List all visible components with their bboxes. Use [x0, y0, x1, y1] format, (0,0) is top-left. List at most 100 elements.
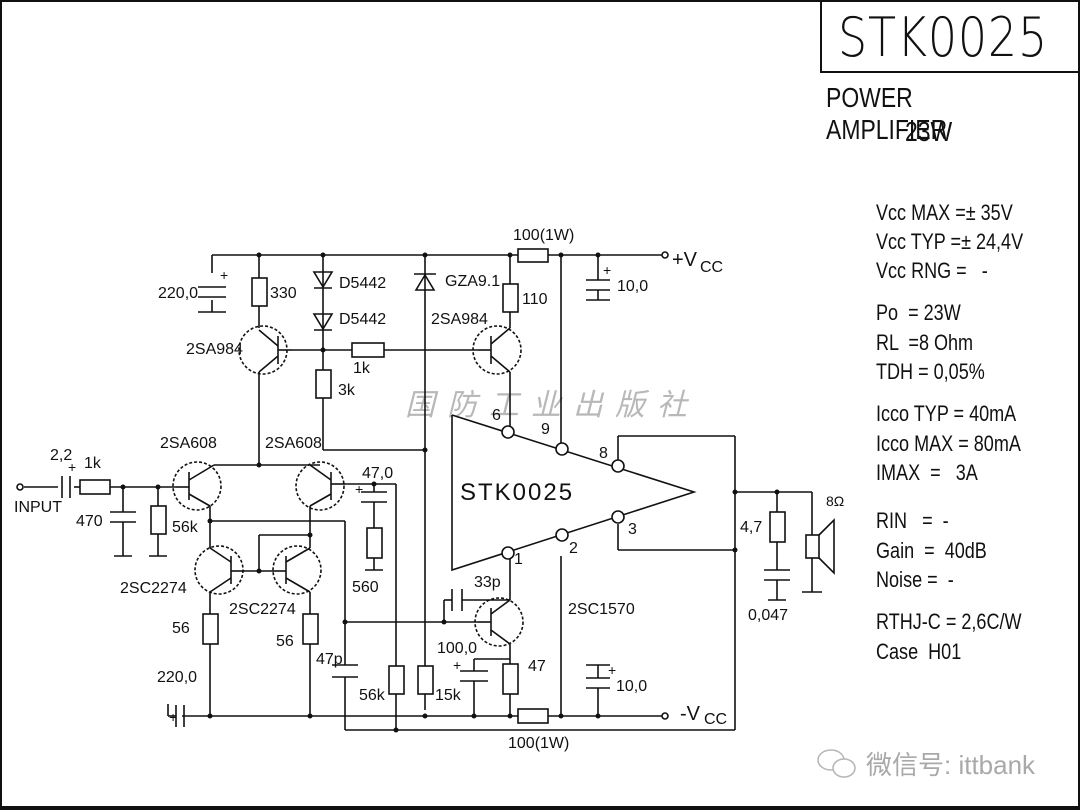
power-rating: 23W [905, 116, 953, 147]
plus-mark: + [603, 262, 611, 278]
wires [24, 254, 822, 731]
frame-right [1078, 0, 1080, 810]
spec-po: Po = 23W [876, 300, 961, 325]
capacitors [61, 279, 790, 727]
label-q7: 2SC1570 [568, 601, 635, 618]
frame-bottom [0, 808, 1080, 810]
label-c-10-bot: 10,0 [616, 678, 647, 695]
resistor-1k-in [79, 479, 111, 495]
plus-mark: + [355, 481, 363, 497]
spec-case: Case H01 [876, 639, 962, 664]
plus-mark: + [220, 267, 228, 283]
spec-vcc-max: Vcc MAX =± 35V [876, 200, 1013, 225]
spec-rl: RL =8 Ohm [876, 330, 974, 355]
label-r-560: 560 [352, 579, 379, 596]
speaker-icon [805, 518, 835, 575]
label-r-100-top: 100(1W) [513, 227, 574, 244]
label-speaker: 8Ω [826, 493, 844, 509]
pin-3: 3 [628, 521, 637, 538]
resistor-4-7 [769, 511, 786, 543]
label-c-in: 2,2 [50, 447, 72, 464]
pin-6: 6 [492, 407, 501, 424]
junction-dots [120, 252, 780, 733]
resistor-3k [315, 369, 332, 399]
plus-mark: + [68, 459, 76, 475]
label-q5: 2SA984 [186, 341, 243, 358]
pin-1: 1 [514, 551, 523, 568]
spec-icco-max: Icco MAX = 80mA [876, 431, 1021, 456]
spec-vcc-rng: Vcc RNG = - [876, 258, 988, 283]
label-q2: 2SA608 [265, 435, 322, 452]
resistor-330 [251, 277, 268, 307]
wechat-watermark: 微信号: ittbank [816, 745, 1035, 782]
pin-8: 8 [599, 445, 608, 462]
label-r-330: 330 [270, 285, 297, 302]
subtitle: POWER AMPLIFIER [826, 82, 948, 145]
resistor-56-a [202, 613, 219, 645]
label-c-470: 470 [76, 513, 103, 530]
label-r-56-a: 56 [172, 620, 190, 637]
label-r-in: 1k [84, 455, 102, 472]
label-r-100-bot: 100(1W) [508, 735, 569, 752]
wechat-id: 微信号: ittbank [866, 750, 1036, 780]
spec-noise: Noise = - [876, 567, 954, 592]
label-r-56k-fb: 56k [359, 687, 386, 704]
label-r-1k: 1k [353, 360, 371, 377]
spec-rin: RIN = - [876, 508, 949, 533]
ic-label: STK0025 [460, 479, 574, 506]
resistor-56-b [302, 613, 319, 645]
label-q6: 2SA984 [431, 311, 488, 328]
pin-9: 9 [541, 421, 550, 438]
spec-gain: Gain = 40dB [876, 538, 987, 563]
spec-imax: IMAX = 3A [876, 460, 978, 485]
label-q1: 2SA608 [160, 435, 217, 452]
label-c-47p: 47p [316, 651, 343, 668]
spec-vcc-typ: Vcc TYP =± 24,4V [876, 229, 1024, 254]
vcc-pos-sub: CC [700, 259, 723, 276]
title-box [820, 0, 1080, 73]
spec-icco-typ: Icco TYP = 40mA [876, 401, 1017, 426]
label-c-47-0: 47,0 [362, 465, 393, 482]
label-c-220-top: 220,0 [158, 285, 198, 302]
resistor-47 [502, 663, 519, 695]
spec-tdh: TDH = 0,05% [876, 359, 985, 384]
label-q3: 2SC2274 [120, 580, 187, 597]
plus-mark: + [608, 662, 616, 678]
label-z1: GZA9.1 [445, 273, 500, 290]
label-q4: 2SC2274 [229, 601, 296, 618]
label-d2: D5442 [339, 311, 386, 328]
resistor-56k-fb [388, 665, 405, 695]
transistor-leads [176, 327, 511, 645]
label-c-0-047: 0,047 [748, 607, 788, 624]
vcc-pos-label: +V [672, 249, 698, 271]
label-r-110: 110 [522, 291, 548, 308]
label-c-10-top: 10,0 [617, 278, 648, 295]
page-title: STK0025 [838, 6, 1049, 69]
wechat-icon [816, 748, 858, 780]
resistors [79, 248, 786, 724]
label-r-4-7: 4,7 [740, 519, 762, 536]
labels: STK0025 6 9 8 3 2 1 INPUT +V CC -V CC 2,… [14, 227, 844, 752]
resistor-560 [366, 527, 383, 559]
ic-stk0025 [451, 414, 697, 572]
resistor-1k [351, 342, 385, 358]
label-r-56-b: 56 [276, 633, 294, 650]
label-c-33p: 33p [474, 574, 501, 591]
spec-rthj: RTHJ-C = 2,6C/W [876, 609, 1022, 634]
resistor-100-top [517, 248, 549, 263]
resistor-100-bot [517, 708, 549, 724]
label-c-220-bot: 220,0 [157, 669, 197, 686]
resistor-15k [417, 665, 434, 695]
plus-mark: + [453, 657, 461, 673]
vcc-neg-sub: CC [704, 711, 727, 728]
label-c-100-0: 100,0 [437, 640, 477, 657]
label-r-47: 47 [528, 658, 546, 675]
input-label: INPUT [14, 499, 62, 516]
label-d1: D5442 [339, 275, 386, 292]
label-r-56k-in: 56k [172, 519, 199, 536]
vcc-neg-label: -V [680, 703, 701, 725]
pin-2: 2 [569, 540, 578, 557]
plus-mark: + [169, 709, 177, 725]
